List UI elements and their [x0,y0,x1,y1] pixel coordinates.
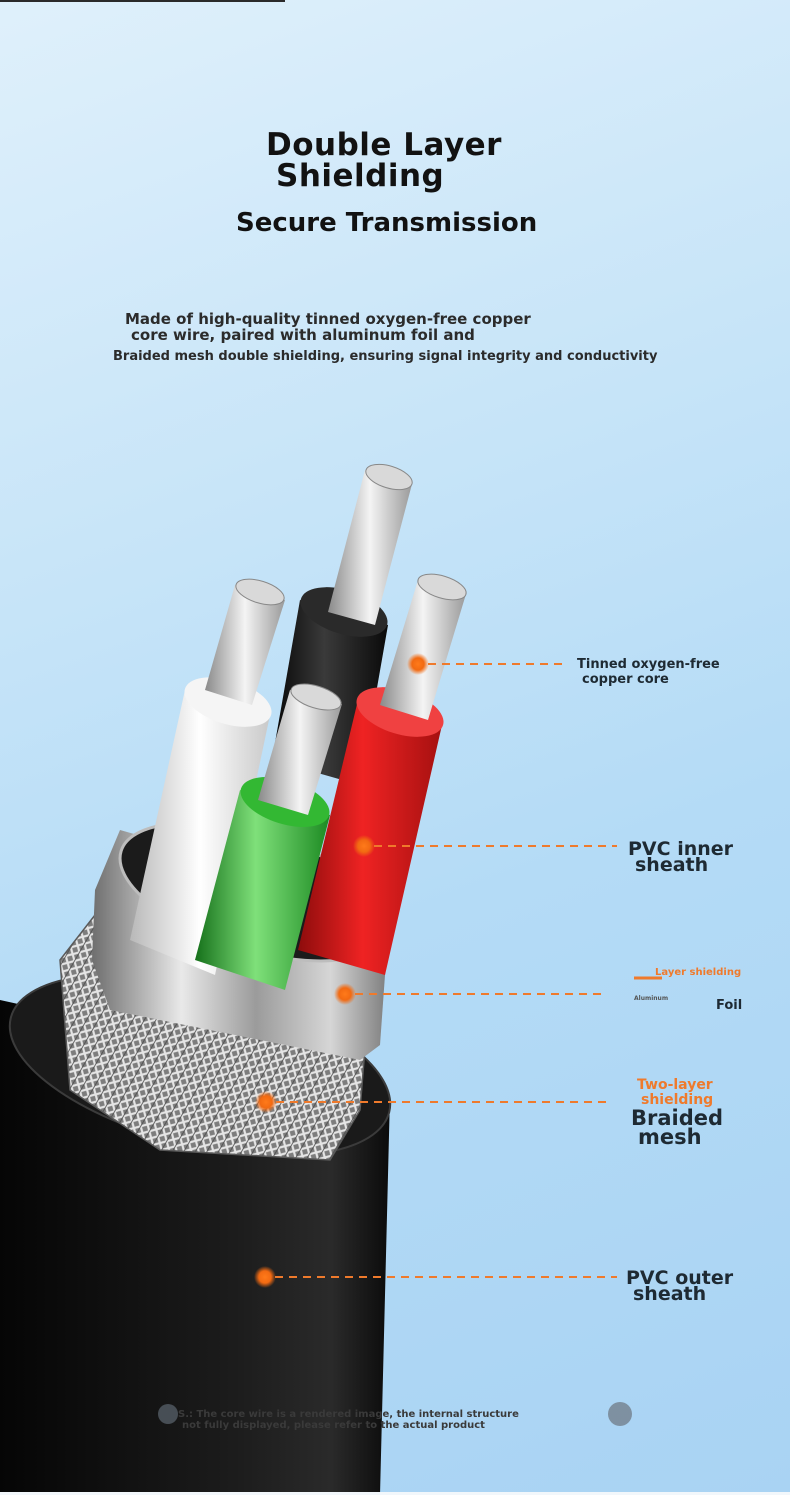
label-copper-core-1: Tinned oxygen-free [577,657,720,672]
label-outer-sheath-2: sheath [633,1283,707,1305]
label-inner-sheath-1: PVC inner [628,838,734,860]
callout-inner-sheath [353,835,617,857]
bottom-divider [0,1492,790,1495]
label-braid-4: mesh [638,1125,702,1149]
description-line-3: Braided mesh double shielding, ensuring … [113,349,658,364]
label-braid-2: shielding [641,1092,714,1108]
note-right-dot [608,1402,632,1426]
callout-copper-core [407,653,565,675]
title-line-2: Shielding [276,158,445,194]
green-wire [195,683,342,990]
label-braid-1: Two-layer [637,1077,713,1093]
disclaimer-line-2: not fully displayed, please refer to the… [182,1420,485,1431]
label-copper-core-2: copper core [582,672,669,687]
callout-foil [334,976,662,1005]
disclaimer-note: S.: The core wire is a rendered image, t… [178,1409,519,1431]
label-foil-small: Aluminum [634,995,669,1002]
callout-braided-mesh [255,1091,610,1113]
label-inner-sheath-2: sheath [635,854,709,876]
label-foil-top: Layer shielding [655,967,742,978]
description-line-2: core wire, paired with aluminum foil and [131,326,475,344]
top-divider [0,0,285,2]
callout-outer-sheath [254,1266,617,1288]
title-line-1: Double Layer [266,127,502,163]
label-outer-sheath-1: PVC outer [626,1267,734,1289]
white-wire [130,578,285,975]
description-line-1: Made of high-quality tinned oxygen-free … [125,310,531,328]
disclaimer-line-1: S.: The core wire is a rendered image, t… [178,1409,519,1420]
subtitle: Secure Transmission [236,208,538,238]
label-braid-3: Braided [631,1106,724,1130]
note-left-dot [158,1404,178,1424]
label-foil-right: Foil [716,998,743,1013]
